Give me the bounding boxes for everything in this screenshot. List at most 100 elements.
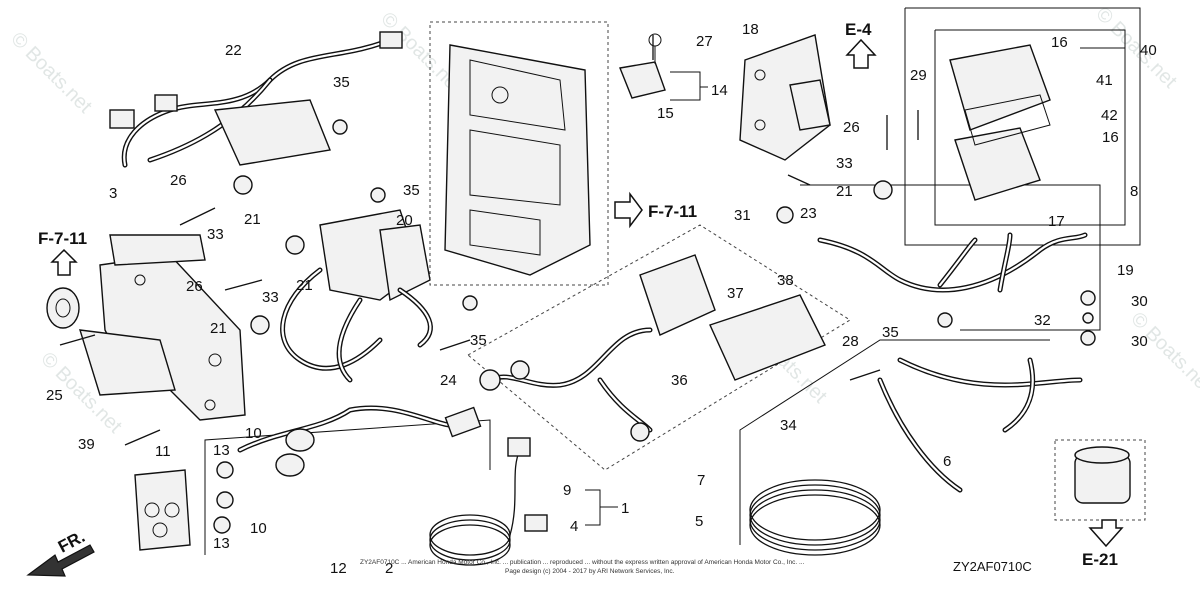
cable-5-frame: [739, 339, 1050, 545]
ref-f711-mid[interactable]: F-7-11: [648, 202, 697, 221]
callout-16-bottom[interactable]: 16: [1102, 129, 1119, 146]
callout-40[interactable]: 40: [1140, 42, 1157, 59]
watermark-right: © Boats.net: [1126, 308, 1200, 398]
callout-21-d[interactable]: 21: [836, 183, 853, 200]
callout-3[interactable]: 3: [109, 185, 117, 202]
callout-39[interactable]: 39: [78, 436, 95, 453]
washer-30: [1080, 330, 1096, 346]
callout-38[interactable]: 38: [777, 272, 794, 289]
down-arrow-e21: [1088, 519, 1124, 548]
callout-19[interactable]: 19: [1117, 262, 1134, 279]
callout-25[interactable]: 25: [46, 387, 63, 404]
callout-31[interactable]: 31: [734, 207, 751, 224]
grommet-35: [332, 119, 348, 135]
callout-13-bottom[interactable]: 13: [213, 535, 230, 552]
fuse-box-base: [954, 127, 1041, 201]
hole: [208, 353, 222, 367]
callout-17[interactable]: 17: [1048, 213, 1065, 230]
callout-11[interactable]: 11: [155, 443, 171, 460]
cable-5: [749, 357, 1083, 556]
reference-arrows: [26, 38, 1124, 577]
callout-42[interactable]: 42: [1101, 107, 1118, 124]
fuse-box-inner-frame: [934, 29, 1126, 226]
callout-13-top[interactable]: 13: [213, 442, 230, 459]
copyright-line-1: ZY2AF0710C ... American Honda Motor Co.,…: [360, 559, 805, 566]
callout-35-d[interactable]: 35: [882, 324, 899, 341]
harness-12: [213, 405, 482, 534]
callout-1[interactable]: 1: [621, 500, 629, 517]
callout-5[interactable]: 5: [695, 513, 703, 530]
ref-f711-left[interactable]: F-7-11: [38, 229, 87, 248]
washer-21: [233, 175, 253, 195]
connector: [379, 31, 403, 49]
callout-27[interactable]: 27: [696, 33, 713, 50]
bracket-group-outline: [429, 21, 609, 286]
ref-e21[interactable]: E-21: [1082, 550, 1118, 569]
diagram-code: ZY2AF0710C: [953, 559, 1032, 574]
callout-8[interactable]: 8: [1130, 183, 1138, 200]
callout-21-a[interactable]: 21: [244, 211, 261, 228]
callout-37[interactable]: 37: [727, 285, 744, 302]
up-arrow-left: [50, 248, 78, 276]
callout-41[interactable]: 41: [1096, 72, 1113, 89]
callout-21-c[interactable]: 21: [210, 320, 227, 337]
callout-22[interactable]: 22: [225, 42, 242, 59]
washer-32: [1082, 312, 1094, 324]
hole: [204, 399, 216, 411]
callout-18[interactable]: 18: [742, 21, 759, 38]
callout-35-c[interactable]: 35: [470, 332, 487, 349]
callout-15[interactable]: 15: [657, 105, 674, 122]
grommet-part: [46, 287, 80, 329]
callout-7[interactable]: 7: [697, 472, 705, 489]
callout-4[interactable]: 4: [570, 518, 578, 535]
callout-32[interactable]: 32: [1034, 312, 1051, 329]
panel-12-frame: [204, 419, 491, 555]
callout-26-b[interactable]: 26: [186, 278, 203, 295]
callout-14[interactable]: 14: [711, 82, 728, 99]
copyright-line-2: Page design (c) 2004 - 2017 by ARI Netwo…: [505, 568, 675, 575]
fuse-box-frame: [904, 7, 1141, 246]
coil-unit-22: [213, 99, 331, 166]
callout-34[interactable]: 34: [780, 417, 797, 434]
up-arrow-e4: [845, 38, 877, 69]
harness-8: [817, 232, 1088, 293]
connector: [154, 94, 178, 112]
callout-33-b[interactable]: 33: [262, 289, 279, 306]
callout-30-top[interactable]: 30: [1131, 293, 1148, 310]
group-outlines: [204, 7, 1141, 555]
callout-6[interactable]: 6: [943, 453, 951, 470]
callout-30-bottom[interactable]: 30: [1131, 333, 1148, 350]
grommet-35: [937, 312, 953, 328]
hole: [491, 86, 509, 104]
washer-21: [873, 180, 893, 200]
callout-2[interactable]: 2: [385, 560, 393, 577]
right-arrow-mid: [614, 191, 643, 229]
callout-33-a[interactable]: 33: [207, 226, 224, 243]
callout-16-top[interactable]: 16: [1051, 34, 1068, 51]
callout-20[interactable]: 20: [396, 212, 413, 229]
callout-29[interactable]: 29: [910, 67, 927, 84]
callout-23[interactable]: 23: [800, 205, 817, 222]
callout-26-c[interactable]: 26: [843, 119, 860, 136]
callout-24[interactable]: 24: [440, 372, 457, 389]
callout-28[interactable]: 28: [842, 333, 859, 350]
callout-10-bottom[interactable]: 10: [250, 520, 267, 537]
callout-10-top[interactable]: 10: [245, 425, 262, 442]
connector: [109, 109, 135, 129]
callout-33-c[interactable]: 33: [836, 155, 853, 172]
switch-plate-11: [134, 469, 191, 551]
callout-35-a[interactable]: 35: [333, 74, 350, 91]
callout-36[interactable]: 36: [671, 372, 688, 389]
grommet-31: [776, 206, 794, 224]
callout-12[interactable]: 12: [330, 560, 347, 577]
mounting-plate-body: [444, 44, 591, 276]
callout-35-b[interactable]: 35: [403, 182, 420, 199]
callout-26-a[interactable]: 26: [170, 172, 187, 189]
sensor-14-body: [619, 61, 666, 99]
callout-9[interactable]: 9: [563, 482, 571, 499]
relay-block: [709, 294, 826, 381]
ref-e4[interactable]: E-4: [845, 20, 872, 39]
leader-lines: [585, 47, 1125, 526]
fuse-box-cover: [949, 44, 1051, 131]
callout-21-b[interactable]: 21: [296, 277, 313, 294]
